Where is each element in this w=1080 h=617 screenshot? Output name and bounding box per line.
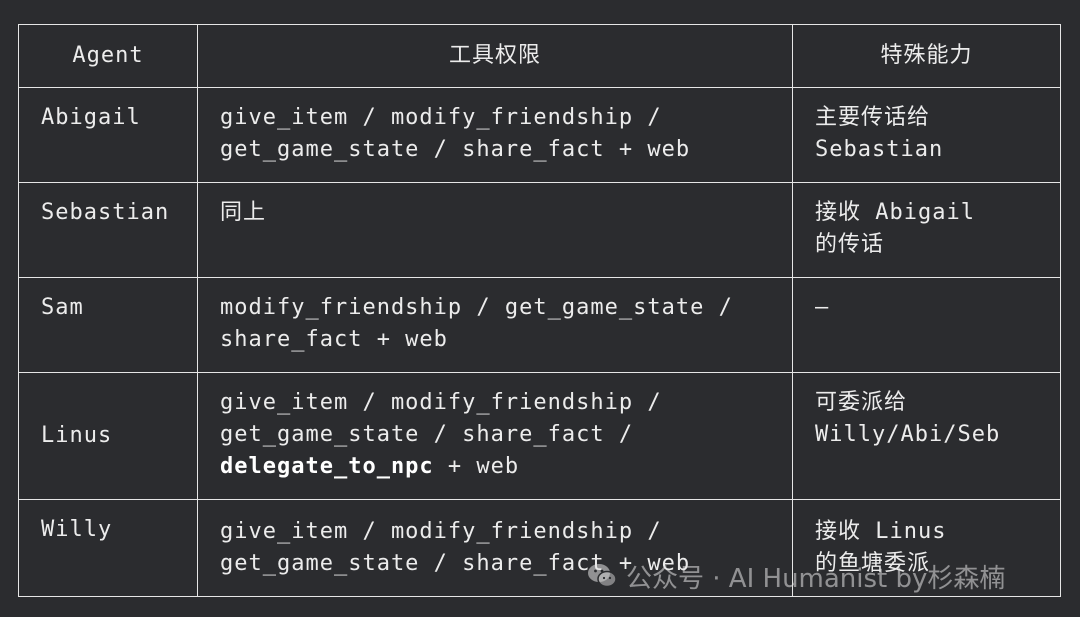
special-cell: 接收 Linus 的鱼塘委派 — [792, 499, 1061, 597]
capability-table-container: Agent 工具权限 特殊能力 Abigail give_item / modi… — [18, 24, 1061, 597]
header-tool-permissions: 工具权限 — [197, 24, 793, 88]
agent-name-cell: Linus — [18, 372, 198, 500]
header-special-abilities: 特殊能力 — [792, 24, 1061, 88]
table-row: Sebastian 同上 接收 Abigail 的传话 — [18, 182, 1061, 278]
special-cell: 接收 Abigail 的传话 — [792, 182, 1061, 278]
special-cell: — — [792, 277, 1061, 373]
agent-capability-table: Agent 工具权限 特殊能力 Abigail give_item / modi… — [18, 24, 1061, 597]
tools-cell: modify_friendship / get_game_state / sha… — [197, 277, 793, 373]
table-header-row: Agent 工具权限 特殊能力 — [18, 24, 1061, 88]
header-agent: Agent — [18, 24, 198, 88]
agent-name-cell: Willy — [18, 499, 198, 597]
table-row: Sam modify_friendship / get_game_state /… — [18, 277, 1061, 373]
table-row: Linus give_item / modify_friendship / ge… — [18, 372, 1061, 500]
tools-text: give_item / modify_friendship / get_game… — [220, 390, 662, 447]
special-cell: 主要传话给 Sebastian — [792, 87, 1061, 183]
table-row: Willy give_item / modify_friendship / ge… — [18, 499, 1061, 597]
tools-cell: 同上 — [197, 182, 793, 278]
tools-cell: give_item / modify_friendship / get_game… — [197, 372, 793, 500]
tools-cell: give_item / modify_friendship / get_game… — [197, 499, 793, 597]
table-row: Abigail give_item / modify_friendship / … — [18, 87, 1061, 183]
agent-name-cell: Abigail — [18, 87, 198, 183]
agent-name-cell: Sebastian — [18, 182, 198, 278]
watermark-text: 公众号 · AI Humanist by杉森楠 — [626, 563, 1006, 594]
special-cell: 可委派给 Willy/Abi/Seb — [792, 372, 1061, 500]
tools-suffix: + web — [433, 454, 520, 479]
agent-name-cell: Sam — [18, 277, 198, 373]
watermark: 公众号 · AI Humanist by杉森楠 — [586, 556, 1056, 596]
tools-cell: give_item / modify_friendship / get_game… — [197, 87, 793, 183]
delegate-tool-name: delegate_to_npc — [220, 454, 434, 479]
wechat-icon — [586, 560, 618, 592]
